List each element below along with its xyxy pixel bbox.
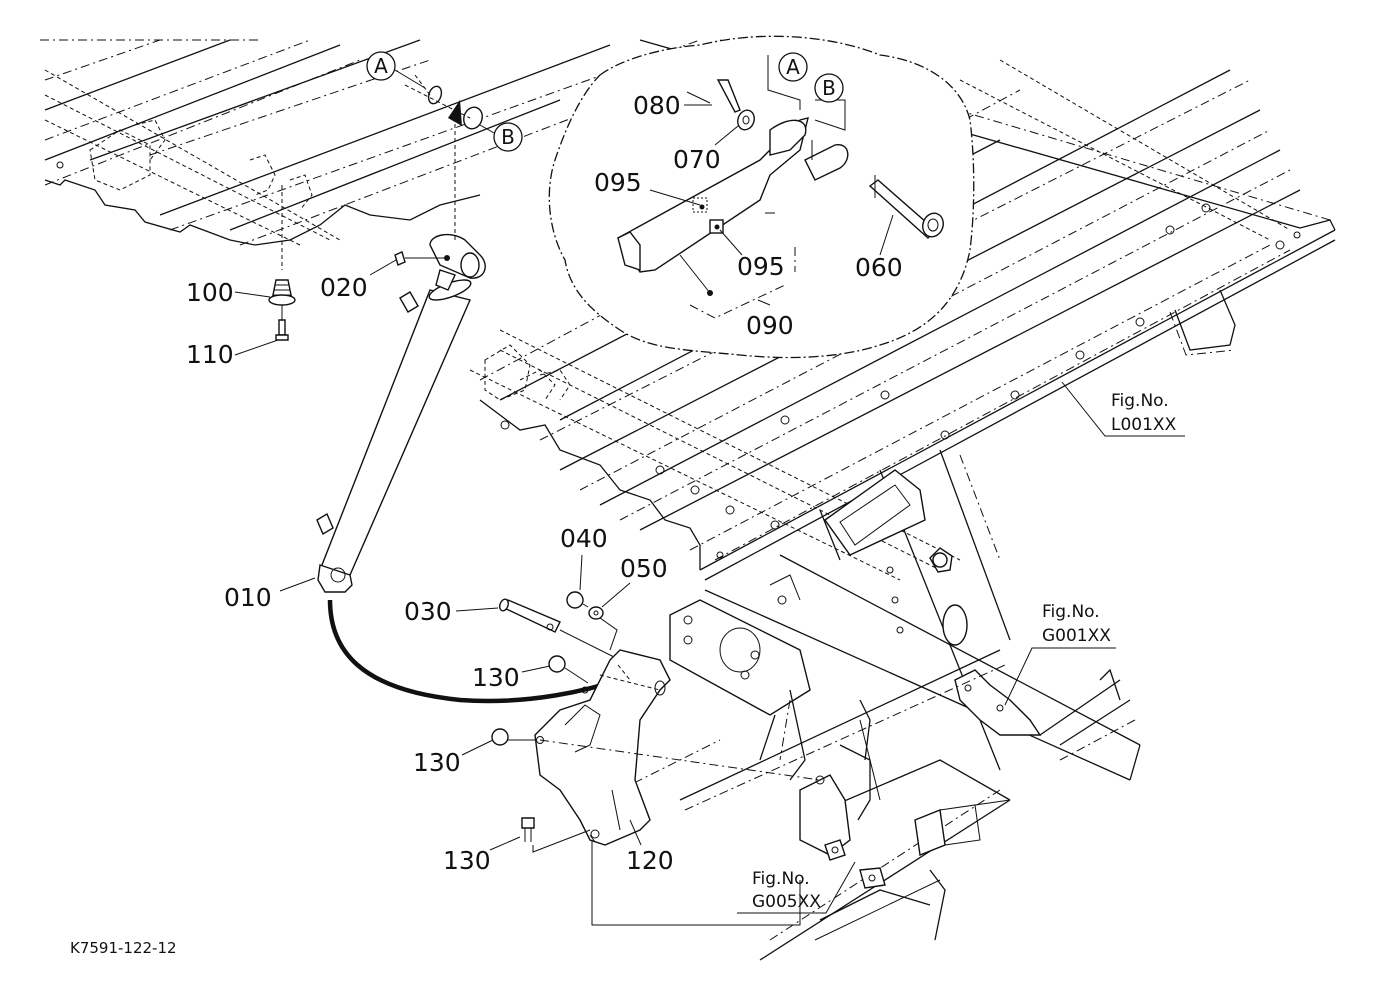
callout-020: 020 bbox=[320, 259, 397, 302]
marker-a: A bbox=[366, 51, 426, 89]
svg-text:B: B bbox=[501, 125, 515, 149]
detail-washer-070 bbox=[737, 109, 755, 131]
pin-030 bbox=[498, 598, 621, 661]
bracket-120 bbox=[534, 649, 801, 926]
detail-pin-060 bbox=[868, 175, 944, 239]
svg-text:070: 070 bbox=[673, 145, 721, 174]
callout-060: 060 bbox=[855, 214, 903, 282]
callout-130-c: 130 bbox=[443, 836, 521, 875]
bolt-130-c bbox=[521, 817, 591, 853]
fig-ref-g005xx: Fig.No. G005XX bbox=[737, 861, 856, 914]
svg-text:060: 060 bbox=[855, 253, 903, 282]
callout-040: 040 bbox=[560, 524, 608, 591]
svg-text:Fig.No.: Fig.No. bbox=[1042, 602, 1100, 622]
svg-text:A: A bbox=[786, 55, 800, 79]
svg-text:L001XX: L001XX bbox=[1111, 415, 1177, 435]
marker-b: B bbox=[479, 122, 523, 152]
callout-030: 030 bbox=[404, 597, 499, 626]
callout-120: 120 bbox=[626, 819, 674, 875]
svg-text:130: 130 bbox=[413, 748, 461, 777]
detail-marker-a: A bbox=[778, 52, 808, 82]
callout-095-upper: 095 bbox=[594, 168, 701, 206]
svg-text:130: 130 bbox=[443, 846, 491, 875]
callout-130-b: 130 bbox=[413, 739, 494, 777]
callout-080: 080 bbox=[633, 91, 712, 120]
callout-100: 100 bbox=[186, 278, 271, 307]
svg-text:095: 095 bbox=[737, 252, 785, 281]
svg-text:130: 130 bbox=[472, 663, 520, 692]
svg-text:080: 080 bbox=[633, 91, 681, 120]
detail-arm-090 bbox=[617, 117, 849, 319]
bolt-130-a bbox=[548, 655, 589, 684]
svg-text:050: 050 bbox=[620, 554, 668, 583]
svg-text:120: 120 bbox=[626, 846, 674, 875]
svg-text:020: 020 bbox=[320, 273, 368, 302]
svg-text:090: 090 bbox=[746, 311, 794, 340]
callout-010: 010 bbox=[224, 577, 316, 612]
bolt-130-b bbox=[491, 728, 821, 781]
callout-110: 110 bbox=[186, 339, 279, 369]
svg-text:Fig.No.: Fig.No. bbox=[752, 869, 810, 889]
detail-marker-b: B bbox=[814, 73, 844, 103]
fig-ref-g001xx: Fig.No. G001XX bbox=[1004, 602, 1116, 706]
bumper-assembly bbox=[268, 185, 296, 341]
callout-095-lower: 095 bbox=[719, 229, 785, 281]
callout-090: 090 bbox=[746, 299, 794, 340]
callout-070: 070 bbox=[673, 125, 739, 174]
bolt-040 bbox=[566, 591, 589, 609]
svg-text:100: 100 bbox=[186, 278, 234, 307]
svg-text:095: 095 bbox=[594, 168, 642, 197]
svg-text:040: 040 bbox=[560, 524, 608, 553]
top-pin-mounts bbox=[404, 74, 483, 130]
hydraulic-cylinder bbox=[316, 100, 486, 593]
svg-text:A: A bbox=[374, 54, 388, 78]
grease-nipple bbox=[394, 251, 447, 266]
callout-130-a: 130 bbox=[472, 663, 551, 692]
callout-050: 050 bbox=[601, 554, 668, 608]
svg-text:030: 030 bbox=[404, 597, 452, 626]
chassis-frame bbox=[599, 449, 1141, 961]
fig-ref-l001xx: Fig.No. L001XX bbox=[1061, 381, 1185, 437]
svg-text:G005XX: G005XX bbox=[752, 892, 821, 912]
svg-text:010: 010 bbox=[224, 583, 272, 612]
svg-text:G001XX: G001XX bbox=[1042, 626, 1111, 646]
svg-text:110: 110 bbox=[186, 340, 234, 369]
detail-cotter-080 bbox=[716, 79, 741, 113]
svg-text:B: B bbox=[822, 76, 836, 100]
svg-text:Fig.No.: Fig.No. bbox=[1111, 391, 1169, 411]
washer-050 bbox=[588, 606, 618, 651]
drawing-code: K7591-122-12 bbox=[70, 939, 177, 957]
